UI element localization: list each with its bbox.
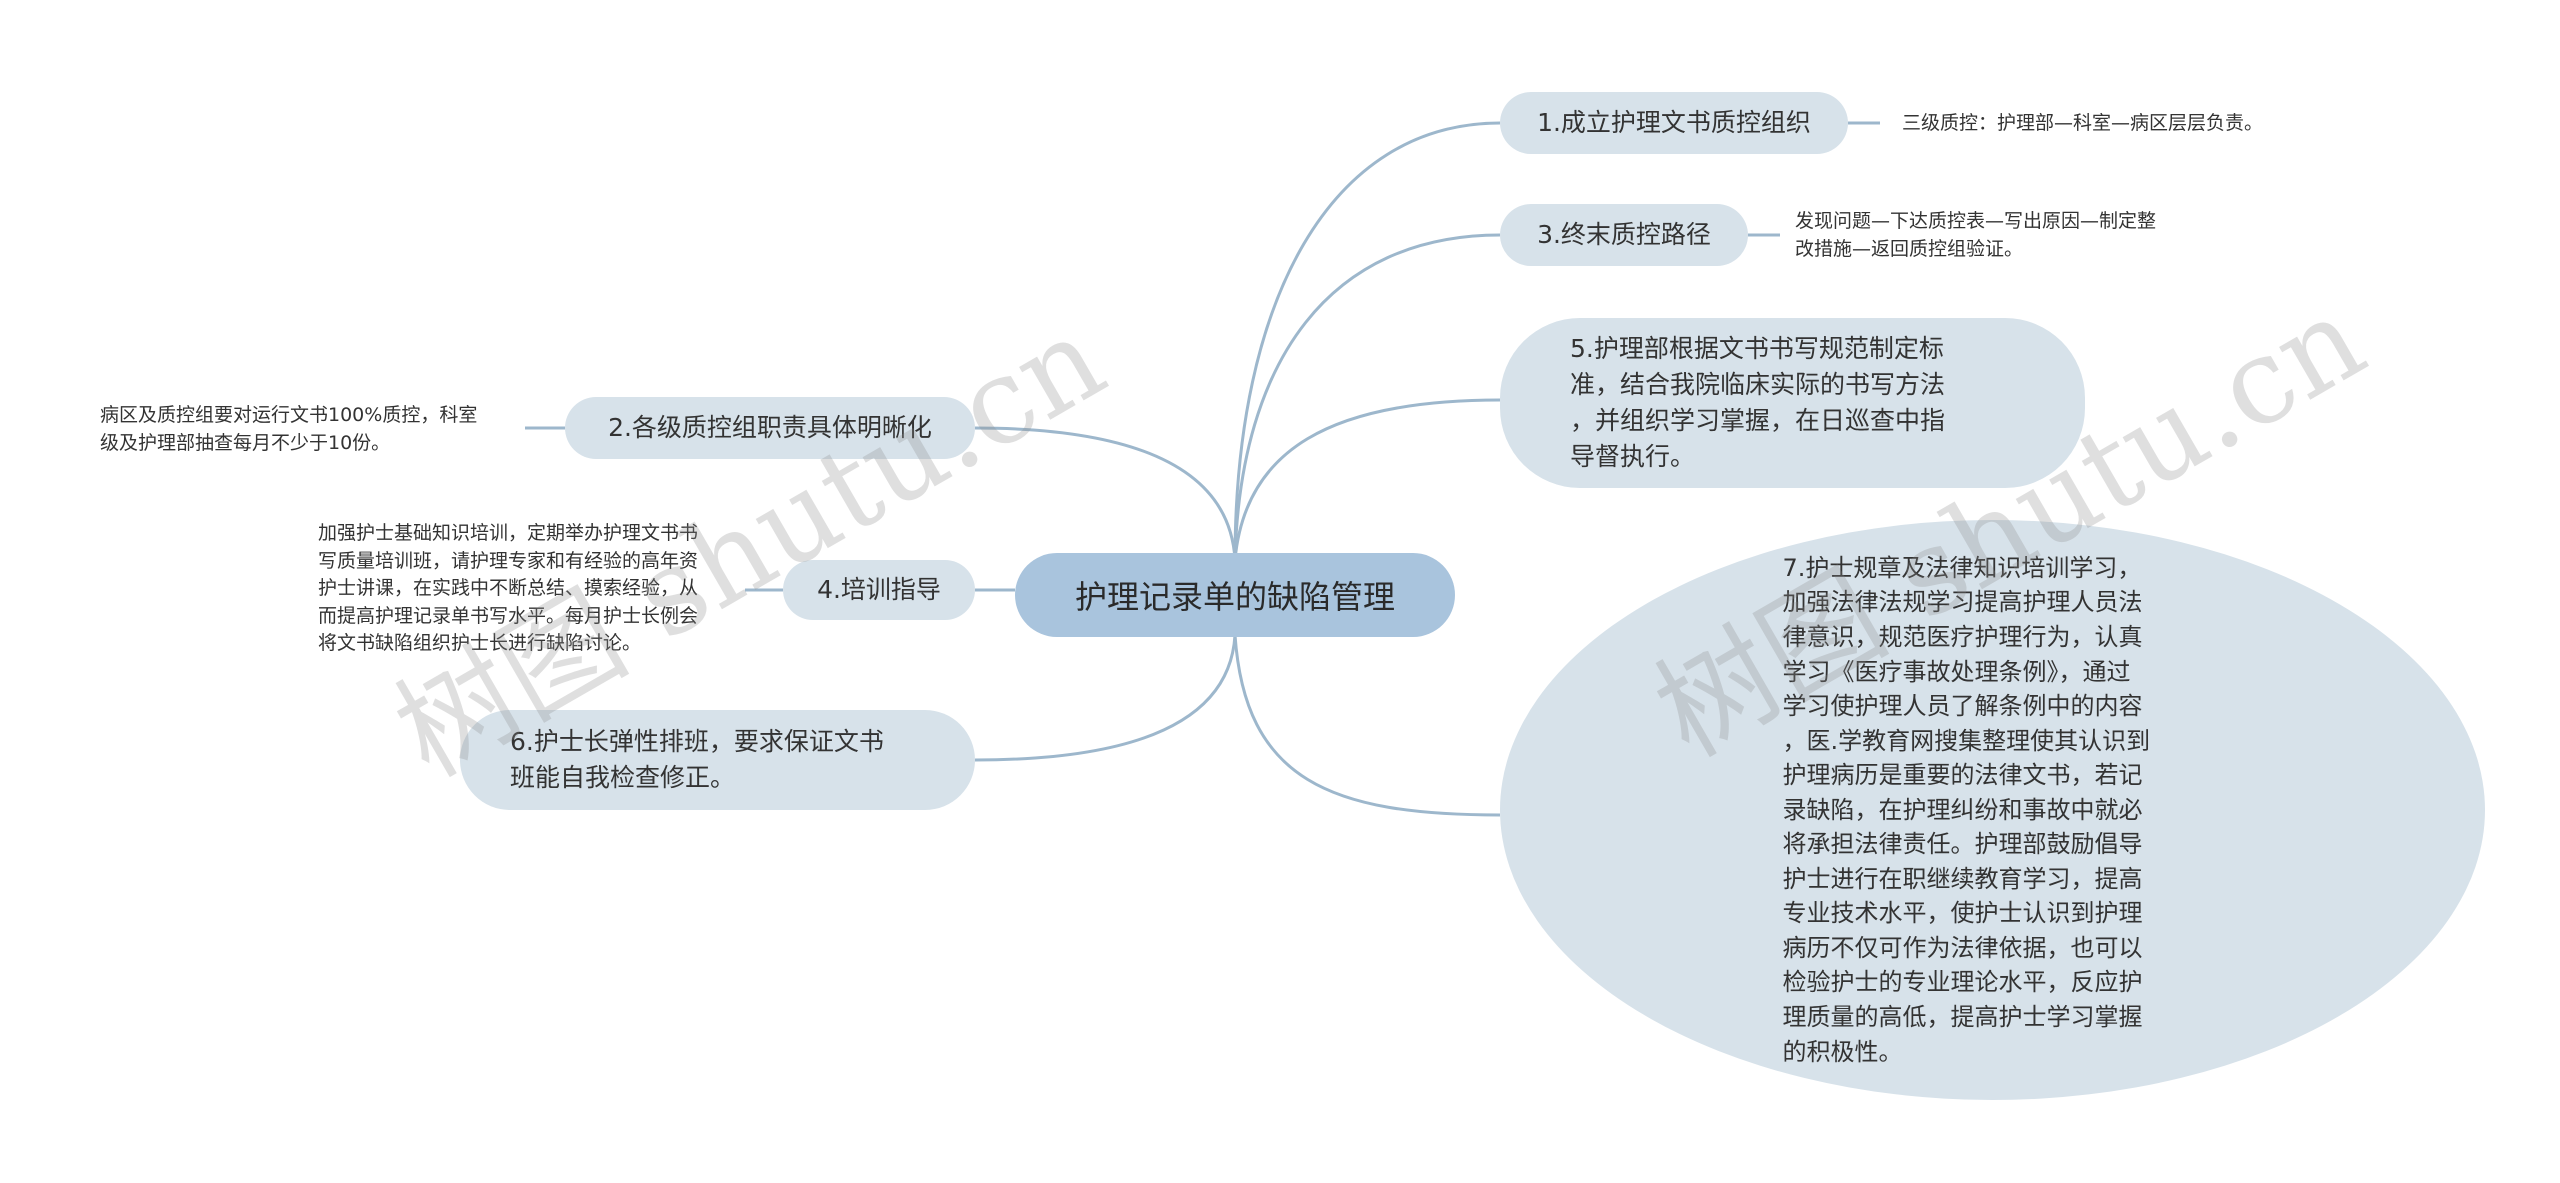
connector-root-to-node-7: [1233, 634, 1501, 817]
connector-root-to-node-1: [1233, 121, 1501, 561]
root-label: 护理记录单的缺陷管理: [1074, 578, 1395, 616]
branch-node-3-detail: 发现问题—下达质控表—写出原因—制定整 改措施—返回质控组验证。: [1795, 210, 2157, 260]
branch-node-6-line: 班能自我检查修正。: [510, 763, 736, 792]
branch-node-2-label: 2.各级质控组职责具体明晰化: [608, 412, 932, 442]
connector-root-to-node-2: [974, 426, 1237, 561]
branch-node-4-label: 4.培训指导: [817, 574, 941, 604]
branch-node-4-detail: 加强护士基础知识培训，定期举办护理文书书 写质量培训班，请护理专家和有经验的高年…: [318, 522, 699, 655]
branch-node-4[interactable]: 4.培训指导: [783, 560, 975, 620]
branch-node-2[interactable]: 2.各级质控组职责具体明晰化: [565, 397, 975, 459]
branch-node-7[interactable]: 7.护士规章及法律知识培训学习， 加强法律法规学习提高护理人员法 律意识，规范医…: [1500, 520, 2485, 1100]
branch-node-1[interactable]: 1.成立护理文书质控组织: [1500, 92, 1848, 154]
branch-node-7-line: 理质量的高低，提高护士学习掌握: [1782, 1003, 2143, 1031]
branch-node-6-label: 6.护士长弹性排班，要求保证文书 班能自我检查修正。: [510, 724, 884, 797]
branch-node-7-line: 加强法律法规学习提高护理人员法: [1782, 588, 2143, 617]
branch-node-7-label: 7.护士规章及法律知识培训学习， 加强法律法规学习提高护理人员法 律意识，规范医…: [1783, 551, 2203, 1069]
branch-node-5-line: 导督执行。: [1570, 442, 1696, 472]
branch-node-7-line: 护理病历是重要的法律文书，若记: [1782, 761, 2143, 790]
branch-node-7-line: 护士进行在职继续教育学习，提高: [1782, 864, 2143, 893]
branch-node-5-line: ，并组织学习掌握，在日巡查中指: [1570, 406, 1946, 435]
branch-node-3[interactable]: 3.终末质控路径: [1500, 204, 1748, 266]
branch-node-7-line: 病历不仅可作为法律依据，也可以: [1782, 933, 2143, 962]
branch-node-7-line: 将承担法律责任。护理部鼓励倡导: [1782, 830, 2143, 859]
branch-node-5-line: 准，结合我院临床实际的书写方法: [1570, 369, 1946, 399]
root-node[interactable]: 护理记录单的缺陷管理: [1015, 553, 1455, 637]
branch-node-7-line: 学习《医疗事故处理条例》，通过: [1782, 657, 2131, 686]
branch-node-1-label: 1.成立护理文书质控组织: [1537, 107, 1811, 137]
branch-node-5-line: 5.护理部根据文书书写规范制定标: [1570, 333, 1944, 363]
branch-node-1-detail: 三级质控：护理部—科室—病区层层负责。: [1902, 112, 2264, 134]
branch-node-7-line: 的积极性。: [1782, 1037, 1903, 1066]
connector-root-to-node-5: [1233, 398, 1501, 561]
branch-node-7-line: 学习使护理人员了解条例中的内容: [1782, 692, 2143, 721]
branch-node-2-detail: 病区及质控组要对运行文书100%质控，科室 级及护理部抽查每月不少于10份。: [100, 404, 478, 454]
branch-node-6[interactable]: 6.护士长弹性排班，要求保证文书 班能自我检查修正。: [460, 710, 975, 810]
branch-node-7-line: 专业技术水平，使护士认识到护理: [1782, 899, 2143, 928]
branch-node-6-line: 6.护士长弹性排班，要求保证文书: [510, 726, 884, 756]
connector-root-to-node-6: [974, 634, 1237, 762]
branch-node-7-line: 7.护士规章及法律知识培训学习，: [1782, 553, 2142, 582]
branch-node-7-line: 律意识，规范医疗护理行为，认真: [1782, 622, 2143, 651]
branch-node-5[interactable]: 5.护理部根据文书书写规范制定标 准，结合我院临床实际的书写方法 ，并组织学习掌…: [1500, 318, 2085, 488]
branch-node-7-line: ，医.学教育网搜集整理使其认识到: [1782, 726, 2151, 755]
branch-node-7-line: 检验护士的专业理论水平，反应护: [1782, 968, 2143, 997]
branch-node-7-line: 录缺陷，在护理纠纷和事故中就必: [1782, 795, 2143, 824]
branch-node-5-label: 5.护理部根据文书书写规范制定标 准，结合我院临床实际的书写方法 ，并组织学习掌…: [1570, 331, 1945, 476]
branch-node-3-label: 3.终末质控路径: [1537, 219, 1711, 249]
connector-root-to-node-3: [1233, 233, 1501, 561]
